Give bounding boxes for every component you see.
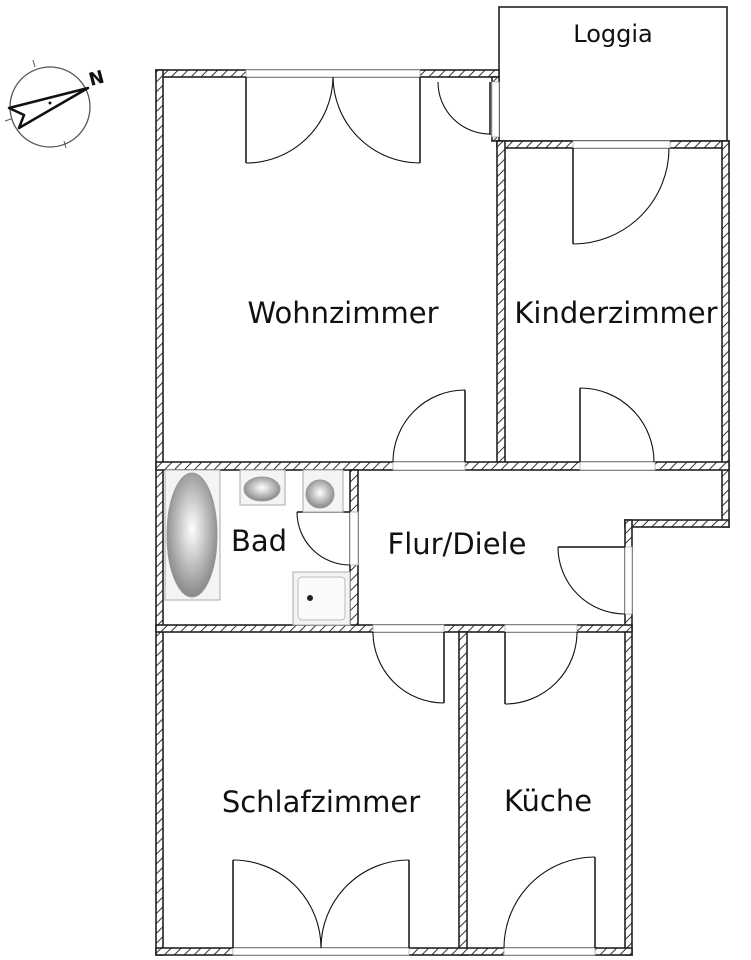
north-label: N: [87, 67, 107, 91]
bathtub-icon: [164, 469, 221, 601]
room-label-bad: Bad: [231, 524, 287, 558]
door-kueche-flur[interactable]: [504, 631, 578, 705]
sink-icon: [239, 469, 286, 506]
room-label-schlafzimmer: Schlafzimmer: [222, 785, 420, 819]
door-wohnzimmer-double[interactable]: [245, 76, 421, 164]
room-label-loggia: Loggia: [573, 20, 652, 48]
door-kinderzimmer-top[interactable]: [572, 147, 670, 245]
shower-icon: [292, 571, 351, 626]
door-flur-entrance[interactable]: [557, 546, 626, 615]
door-kueche-balcony[interactable]: [503, 856, 596, 949]
walls: [155, 69, 730, 956]
door-bad[interactable]: [296, 511, 351, 566]
north-arrow-icon: N: [4, 59, 107, 149]
door-schlafzimmer-double[interactable]: [232, 859, 410, 949]
room-label-kinderzimmer: Kinderzimmer: [514, 296, 717, 330]
room-label-flur: Flur/Diele: [388, 527, 527, 561]
door-wohnzimmer-flur[interactable]: [392, 389, 466, 463]
door-schlafzimmer-flur[interactable]: [372, 631, 445, 704]
door-loggia[interactable]: [437, 81, 491, 135]
room-label-kueche: Küche: [504, 784, 592, 818]
door-kinderzimmer-flur[interactable]: [579, 387, 655, 463]
room-label-wohnzimmer: Wohnzimmer: [247, 296, 438, 330]
door-openings: [232, 69, 671, 956]
toilet-icon: [302, 469, 344, 513]
